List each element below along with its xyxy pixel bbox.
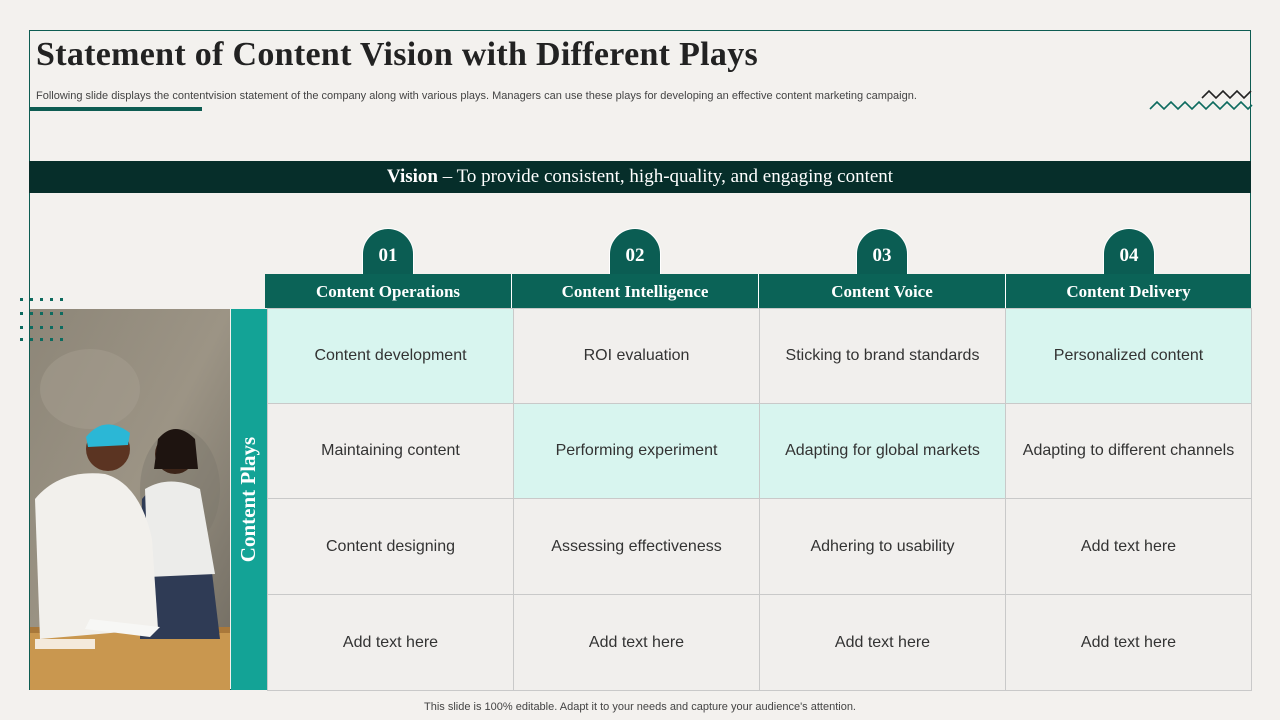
content-plays-text: Content Plays [236,436,261,563]
table-cell: Assessing effectiveness [513,498,760,595]
title-underline [29,107,202,111]
table-cell: Content development [267,308,514,404]
team-photo [30,309,230,690]
zigzag-decoration-icon [1149,89,1253,111]
plays-table: Content development ROI evaluation Stick… [267,308,1252,691]
table-cell: Add text here [759,594,1006,691]
play-header: Content Voice [759,274,1006,308]
table-cell: Performing experiment [513,403,760,499]
play-header: Content Operations [265,274,512,308]
table-cell: Adapting to different channels [1005,403,1252,499]
table-cell: Content designing [267,498,514,595]
play-header: Content Delivery [1006,274,1251,308]
table-cell: Add text here [1005,594,1252,691]
play-number-badge: 02 [609,228,661,280]
table-cell: Sticking to brand standards [759,308,1006,404]
table-cell: Maintaining content [267,403,514,499]
play-header-row: Content Operations Content Intelligence … [265,274,1251,308]
page-title: Statement of Content Vision with Differe… [36,36,759,73]
table-cell: Adhering to usability [759,498,1006,595]
table-cell: Personalized content [1005,308,1252,404]
footer-note: This slide is 100% editable. Adapt it to… [424,701,856,713]
play-number-badge: 01 [362,228,414,280]
table-cell: Add text here [513,594,760,691]
table-cell: Add text here [1005,498,1252,595]
table-cell: Add text here [267,594,514,691]
content-plays-label: Content Plays [231,309,267,690]
table-cell: ROI evaluation [513,308,760,404]
dot-grid-decoration-icon [20,298,63,341]
vision-text: – To provide consistent, high-quality, a… [437,166,894,187]
table-cell: Adapting for global markets [759,403,1006,499]
page-subtitle: Following slide displays the contentvisi… [36,90,917,102]
play-number-badge: 03 [856,228,908,280]
vision-bar: Vision – To provide consistent, high-qua… [29,161,1251,193]
vision-label: Vision [386,166,438,187]
play-header: Content Intelligence [512,274,759,308]
play-number-badge: 04 [1103,228,1155,280]
